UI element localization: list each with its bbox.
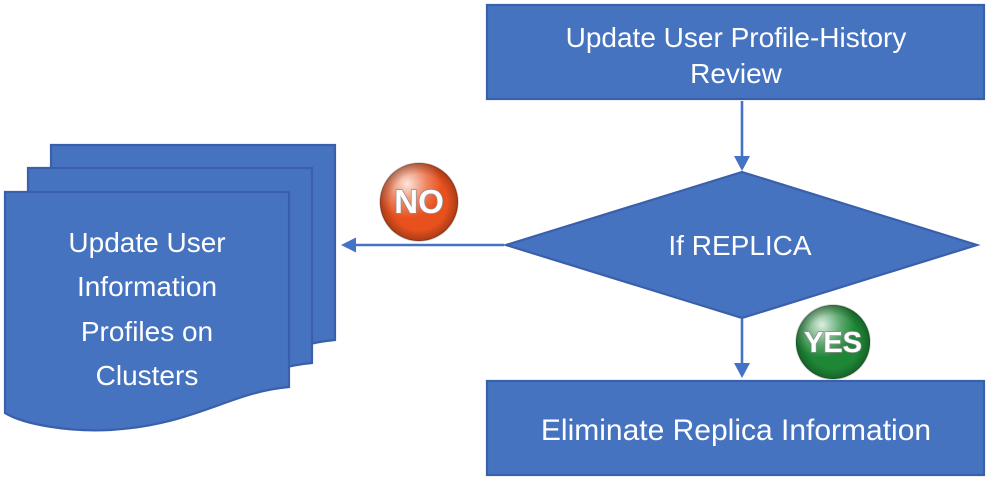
arrow-yes-branch-head [734, 363, 750, 378]
arrow-decision-to-update-profiles [341, 237, 504, 253]
no-badge: NO [379, 162, 459, 242]
eliminate-replica-label: Eliminate Replica Information [541, 414, 931, 447]
decision-if-replica: If REPLICA [502, 170, 981, 320]
yes-badge: YES [795, 304, 871, 380]
no-badge-shade [380, 163, 458, 241]
no-label: NO [394, 183, 444, 220]
arrow-history-to-decision-head [734, 156, 750, 171]
arrow-decision-to-eliminate [734, 319, 750, 378]
history-review-label-line2: Review [690, 58, 783, 89]
multidocument-layer-front [3, 190, 291, 432]
update-profiles-label-line4: Clusters [96, 360, 199, 391]
if-replica-diamond [502, 170, 981, 320]
multidocument-update-profiles: Update User Information Profiles on Clus… [3, 143, 337, 432]
history-review-label-line1: Update User Profile-History [566, 22, 907, 53]
update-profiles-label-line3: Profiles on [81, 316, 213, 347]
eliminate-replica-box [485, 379, 986, 477]
process-history-review: Update User Profile-History Review [485, 3, 986, 101]
arrow-history-to-decision [734, 101, 750, 171]
update-profiles-label-line2: Information [77, 271, 217, 302]
history-review-box [485, 3, 986, 101]
yes-label: YES [804, 327, 862, 359]
process-eliminate-replica: Eliminate Replica Information [485, 379, 986, 477]
update-profiles-label-line1: Update User [68, 227, 225, 258]
if-replica-label: If REPLICA [668, 230, 811, 261]
arrow-no-branch-head [341, 237, 356, 253]
yes-badge-shade [796, 305, 870, 379]
